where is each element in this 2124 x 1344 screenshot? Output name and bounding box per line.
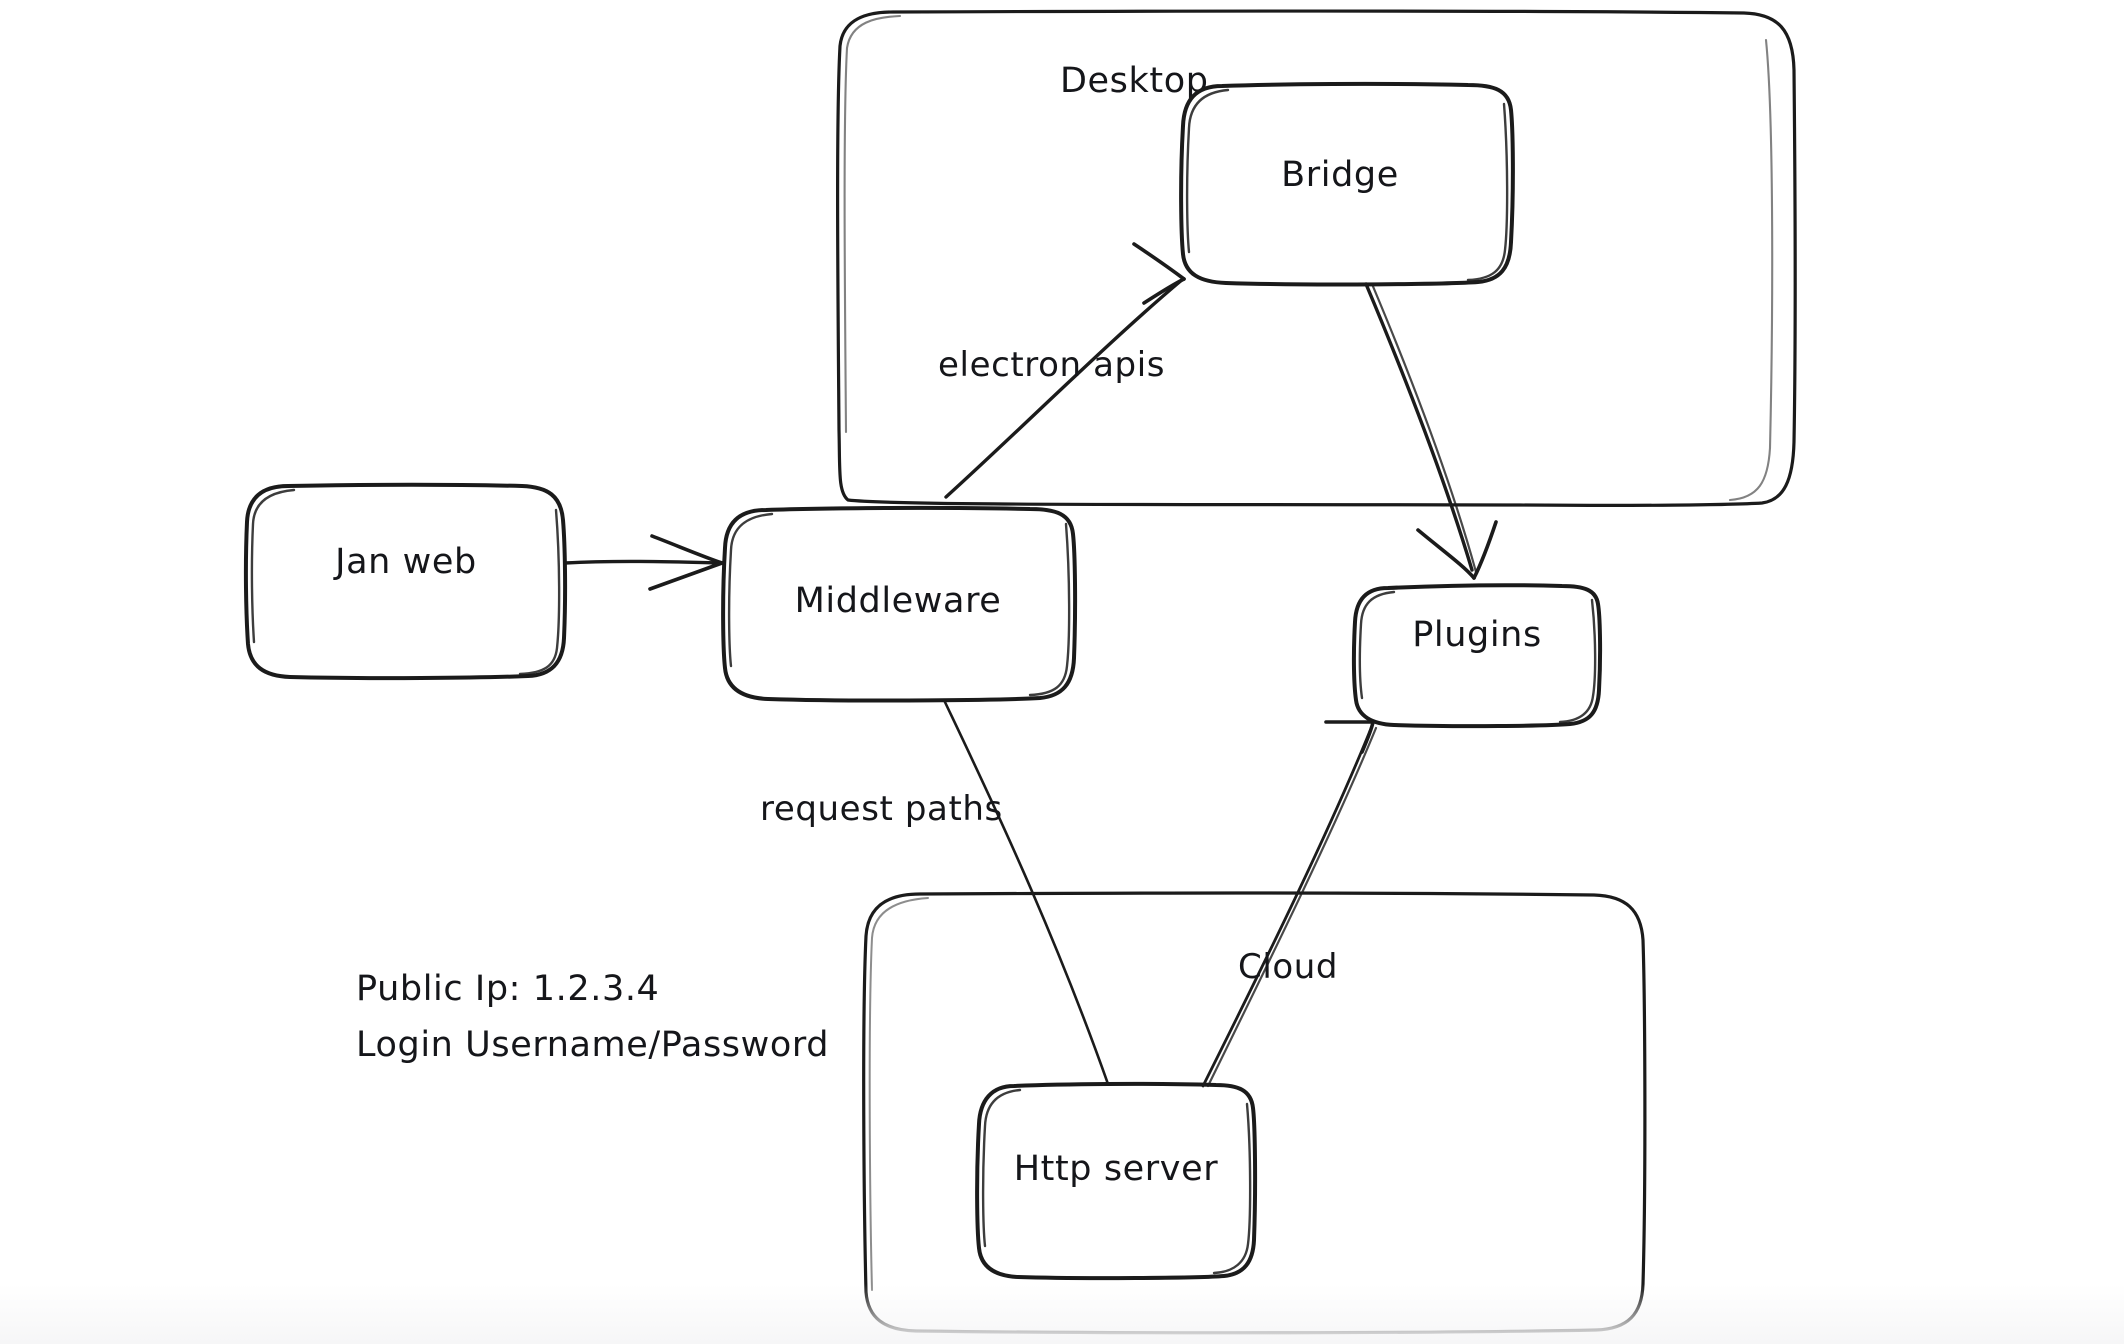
edge-bridge-to-plugins[interactable] [1364, 282, 1498, 580]
node-label-bridge: Bridge [1281, 155, 1399, 195]
node-label-jan-web: Jan web [333, 542, 477, 582]
edge-label-request-paths: request paths [760, 789, 1003, 829]
edge-http-server-to-plugins[interactable]: Cloud [1201, 720, 1378, 1088]
note-login: Login Username/Password [356, 1025, 829, 1065]
node-label-plugins: Plugins [1412, 615, 1542, 655]
node-http-server[interactable]: Http server [975, 1081, 1258, 1281]
node-label-middleware: Middleware [795, 581, 1002, 621]
edge-http-server-to-middleware[interactable]: request paths [760, 698, 1110, 1086]
node-bridge[interactable]: Bridge [1179, 81, 1515, 287]
node-label-http-server: Http server [1014, 1149, 1219, 1189]
note-public-ip: Public Ip: 1.2.3.4 [356, 969, 659, 1009]
edge-label-electron-apis: electron apis [938, 345, 1165, 385]
notes-block: Public Ip: 1.2.3.4 Login Username/Passwo… [356, 969, 829, 1065]
node-middleware[interactable]: Middleware [721, 505, 1078, 703]
edge-jan-web-to-middleware[interactable] [563, 534, 724, 591]
edge-middleware-to-bridge[interactable]: electron apis [938, 242, 1186, 499]
edge-label-cloud: Cloud [1238, 947, 1338, 987]
node-jan-web[interactable]: Jan web [243, 482, 568, 681]
group-desktop[interactable]: Desktop [836, 9, 1797, 507]
node-plugins[interactable]: Plugins [1351, 583, 1603, 729]
group-label-desktop: Desktop [1060, 61, 1209, 101]
